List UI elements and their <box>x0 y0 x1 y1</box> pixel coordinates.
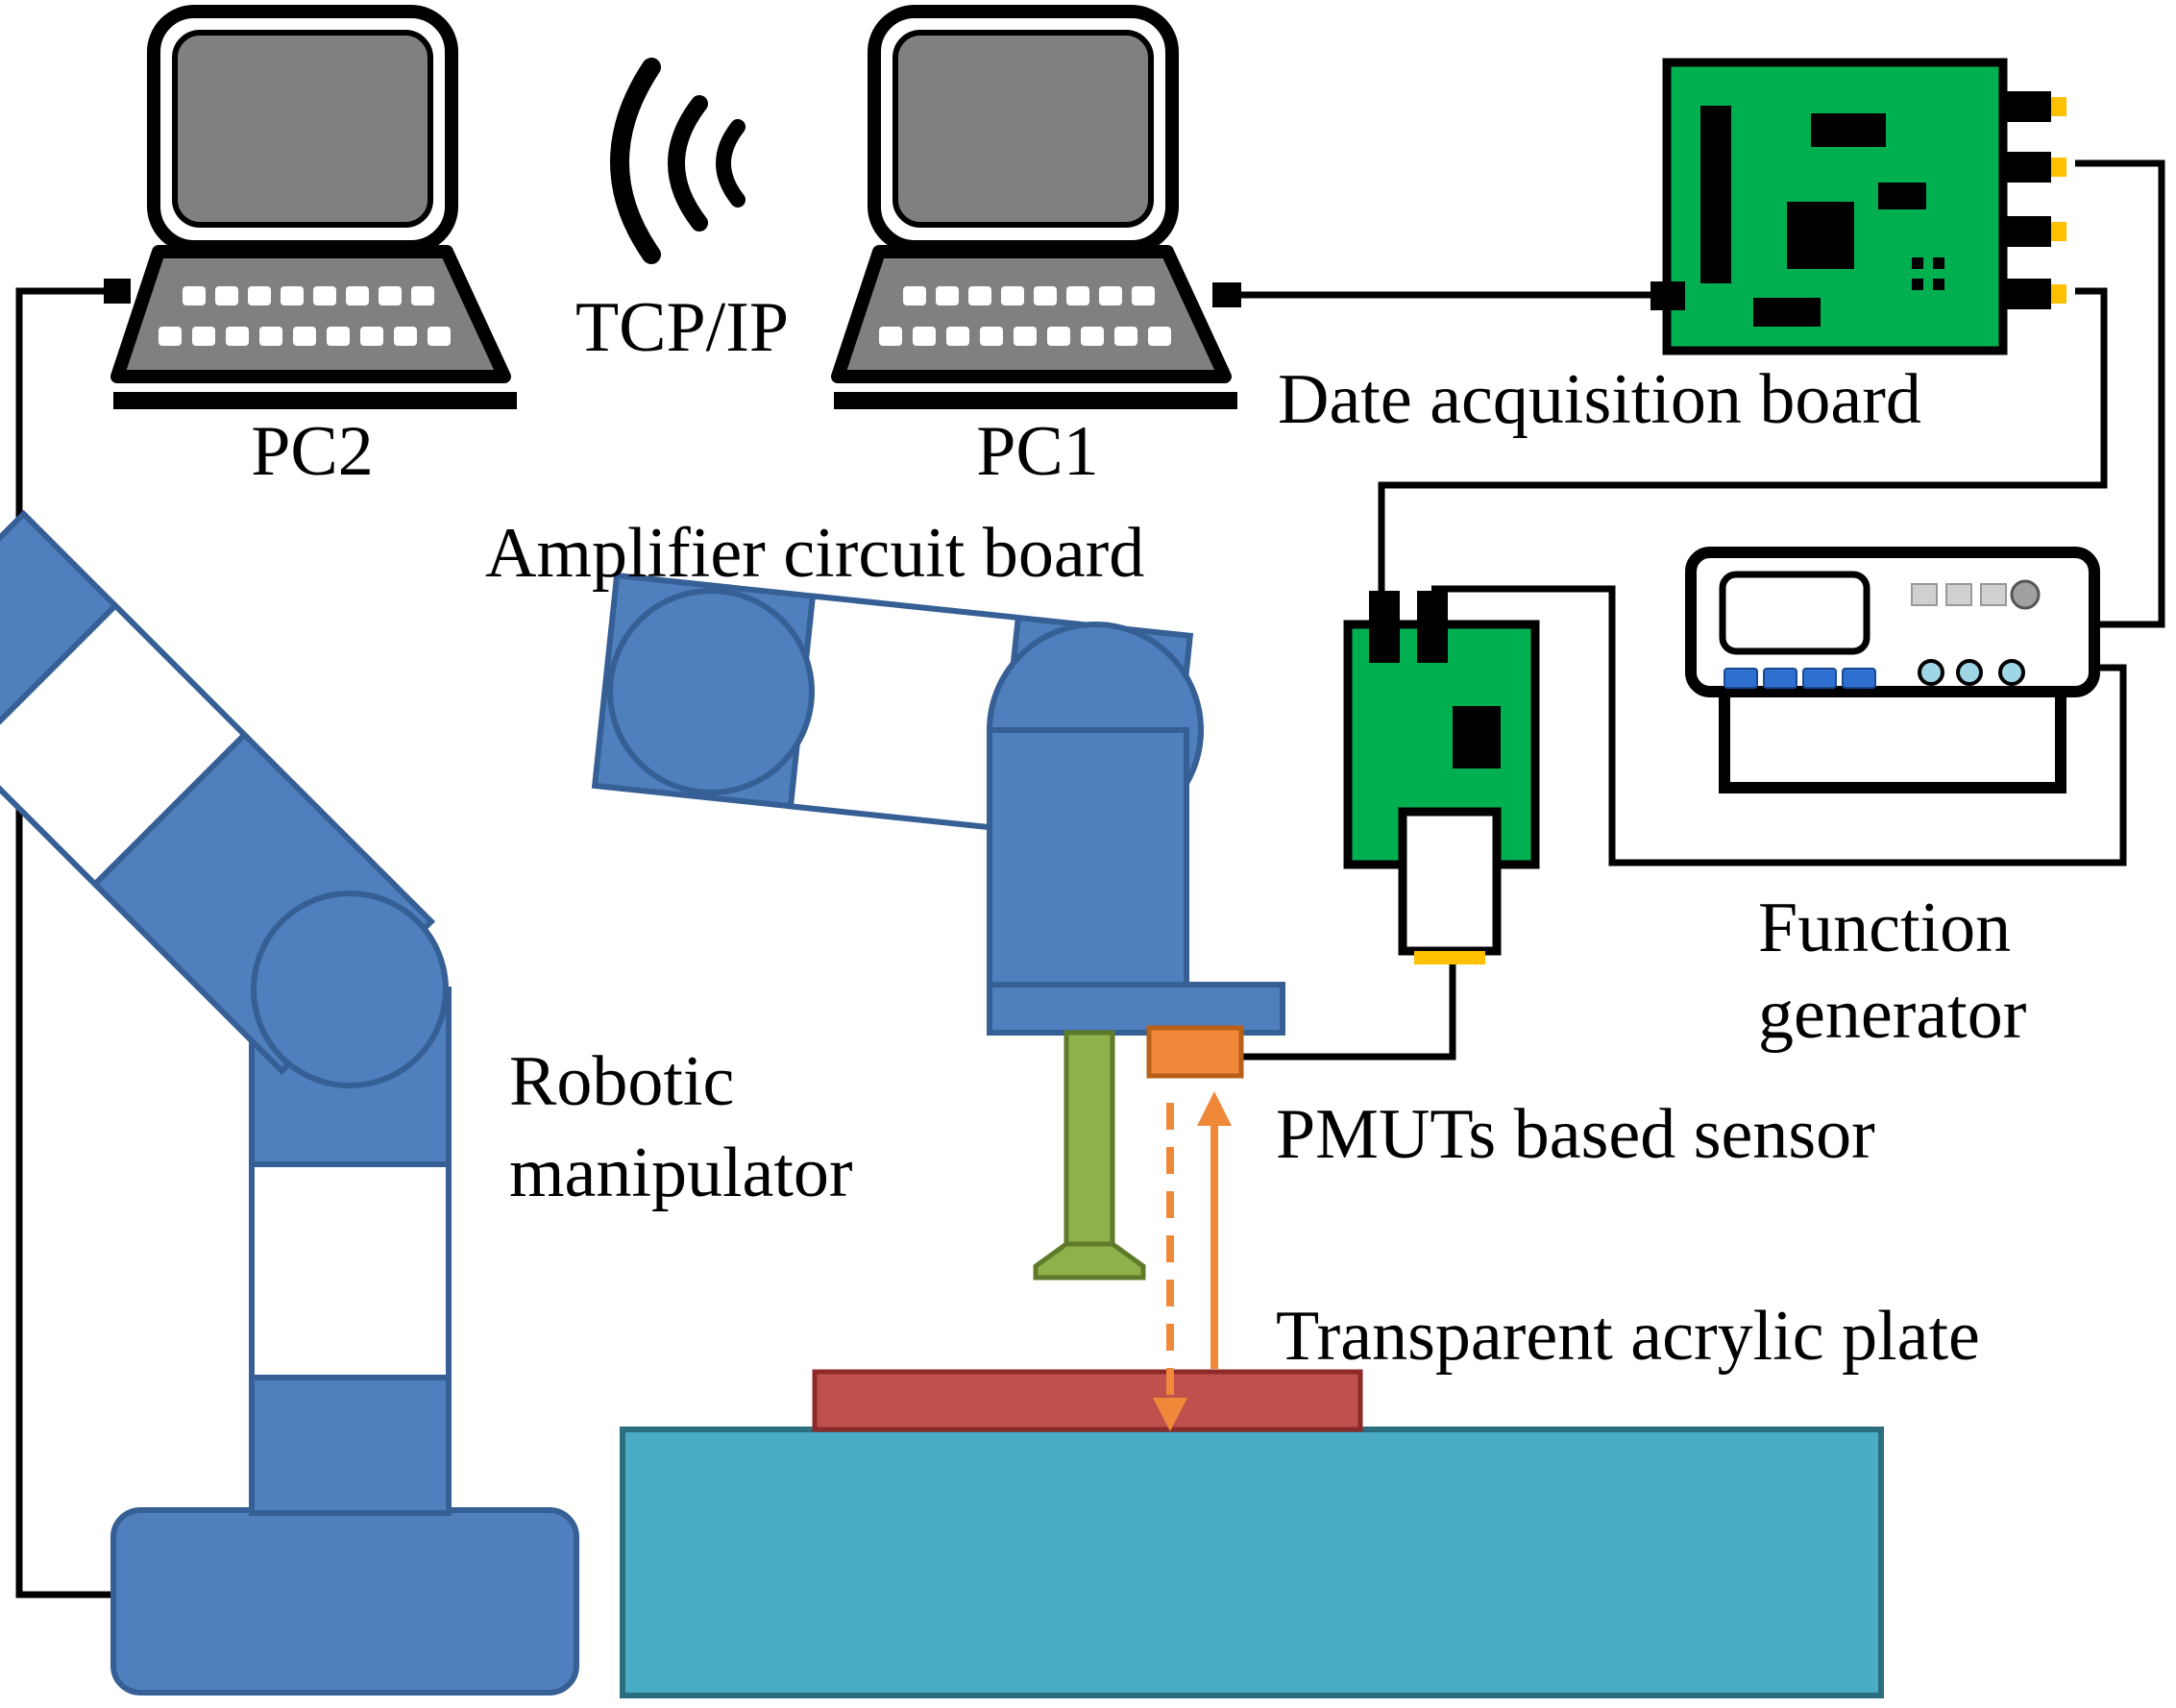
pc2-screen <box>172 30 433 228</box>
wire-daq-amplifier <box>1378 287 2108 596</box>
daq-output-ports <box>2003 91 2066 309</box>
pc1-base <box>834 392 1237 409</box>
pc1-keyboard-body <box>831 245 1232 383</box>
pc1-port <box>1212 282 1241 307</box>
ultrasonic-arrows <box>1153 1091 1232 1431</box>
function-generator-icon <box>1685 547 2100 793</box>
robot-column-window <box>249 1161 452 1380</box>
generator-buttons <box>1724 668 1876 689</box>
robot-arm-icon <box>0 509 1285 1696</box>
wire-amplifier-sensor <box>1239 961 1456 1061</box>
robot-label-1: Robotic <box>509 1042 734 1121</box>
daq-input-port <box>1650 281 1685 310</box>
function-generator-label-1: Function <box>1758 889 2011 967</box>
pc2-keyboard-body <box>110 245 511 383</box>
wifi-waves-icon <box>610 58 746 264</box>
robot-elbow-joint <box>607 588 815 795</box>
tcpip-label: TCP/IP <box>575 288 789 367</box>
wires <box>15 159 2165 1598</box>
pc2-base <box>113 392 517 409</box>
gripper-icon <box>1033 1030 1146 1281</box>
generator-output-jacks <box>1918 659 2025 686</box>
table-surface <box>620 1427 1884 1698</box>
pc1-laptop-icon <box>831 5 1241 409</box>
sensor-label: PMUTs based sensor <box>1276 1095 1875 1174</box>
wire-amplifier-generator <box>1431 585 2127 866</box>
robot-forearm <box>987 727 1189 988</box>
pc1-label: PC1 <box>976 412 1099 491</box>
robot-base <box>110 1507 579 1696</box>
generator-stand <box>1719 686 2066 793</box>
function-generator-label-2: generator <box>1758 975 2026 1054</box>
pc2-label: PC2 <box>251 412 374 491</box>
pc2-port <box>104 279 131 304</box>
robot-label-2: manipulator <box>509 1134 853 1212</box>
robot-flange <box>987 982 1285 1036</box>
plate-label: Transparent acrylic plate <box>1276 1297 1980 1376</box>
amplifier-board-icon <box>1343 591 1540 964</box>
acrylic-plate <box>812 1369 1363 1432</box>
pc1-keys <box>879 286 1171 346</box>
pc2-laptop-icon <box>104 5 517 409</box>
generator-knob <box>2010 579 2041 610</box>
generator-display <box>1719 571 1870 655</box>
wire-pc2-robot <box>15 287 113 1598</box>
pc2-keys <box>159 286 451 346</box>
pmut-sensor <box>1146 1025 1244 1079</box>
robot-shoulder-joint <box>251 891 449 1088</box>
daq-board-icon <box>1650 58 2066 355</box>
pc1-screen <box>892 30 1154 228</box>
amplifier-connector <box>1398 807 1502 956</box>
daq-label: Date acquisition board <box>1278 360 1921 439</box>
amplifier-label: Amplifier circuit board <box>485 514 1144 593</box>
